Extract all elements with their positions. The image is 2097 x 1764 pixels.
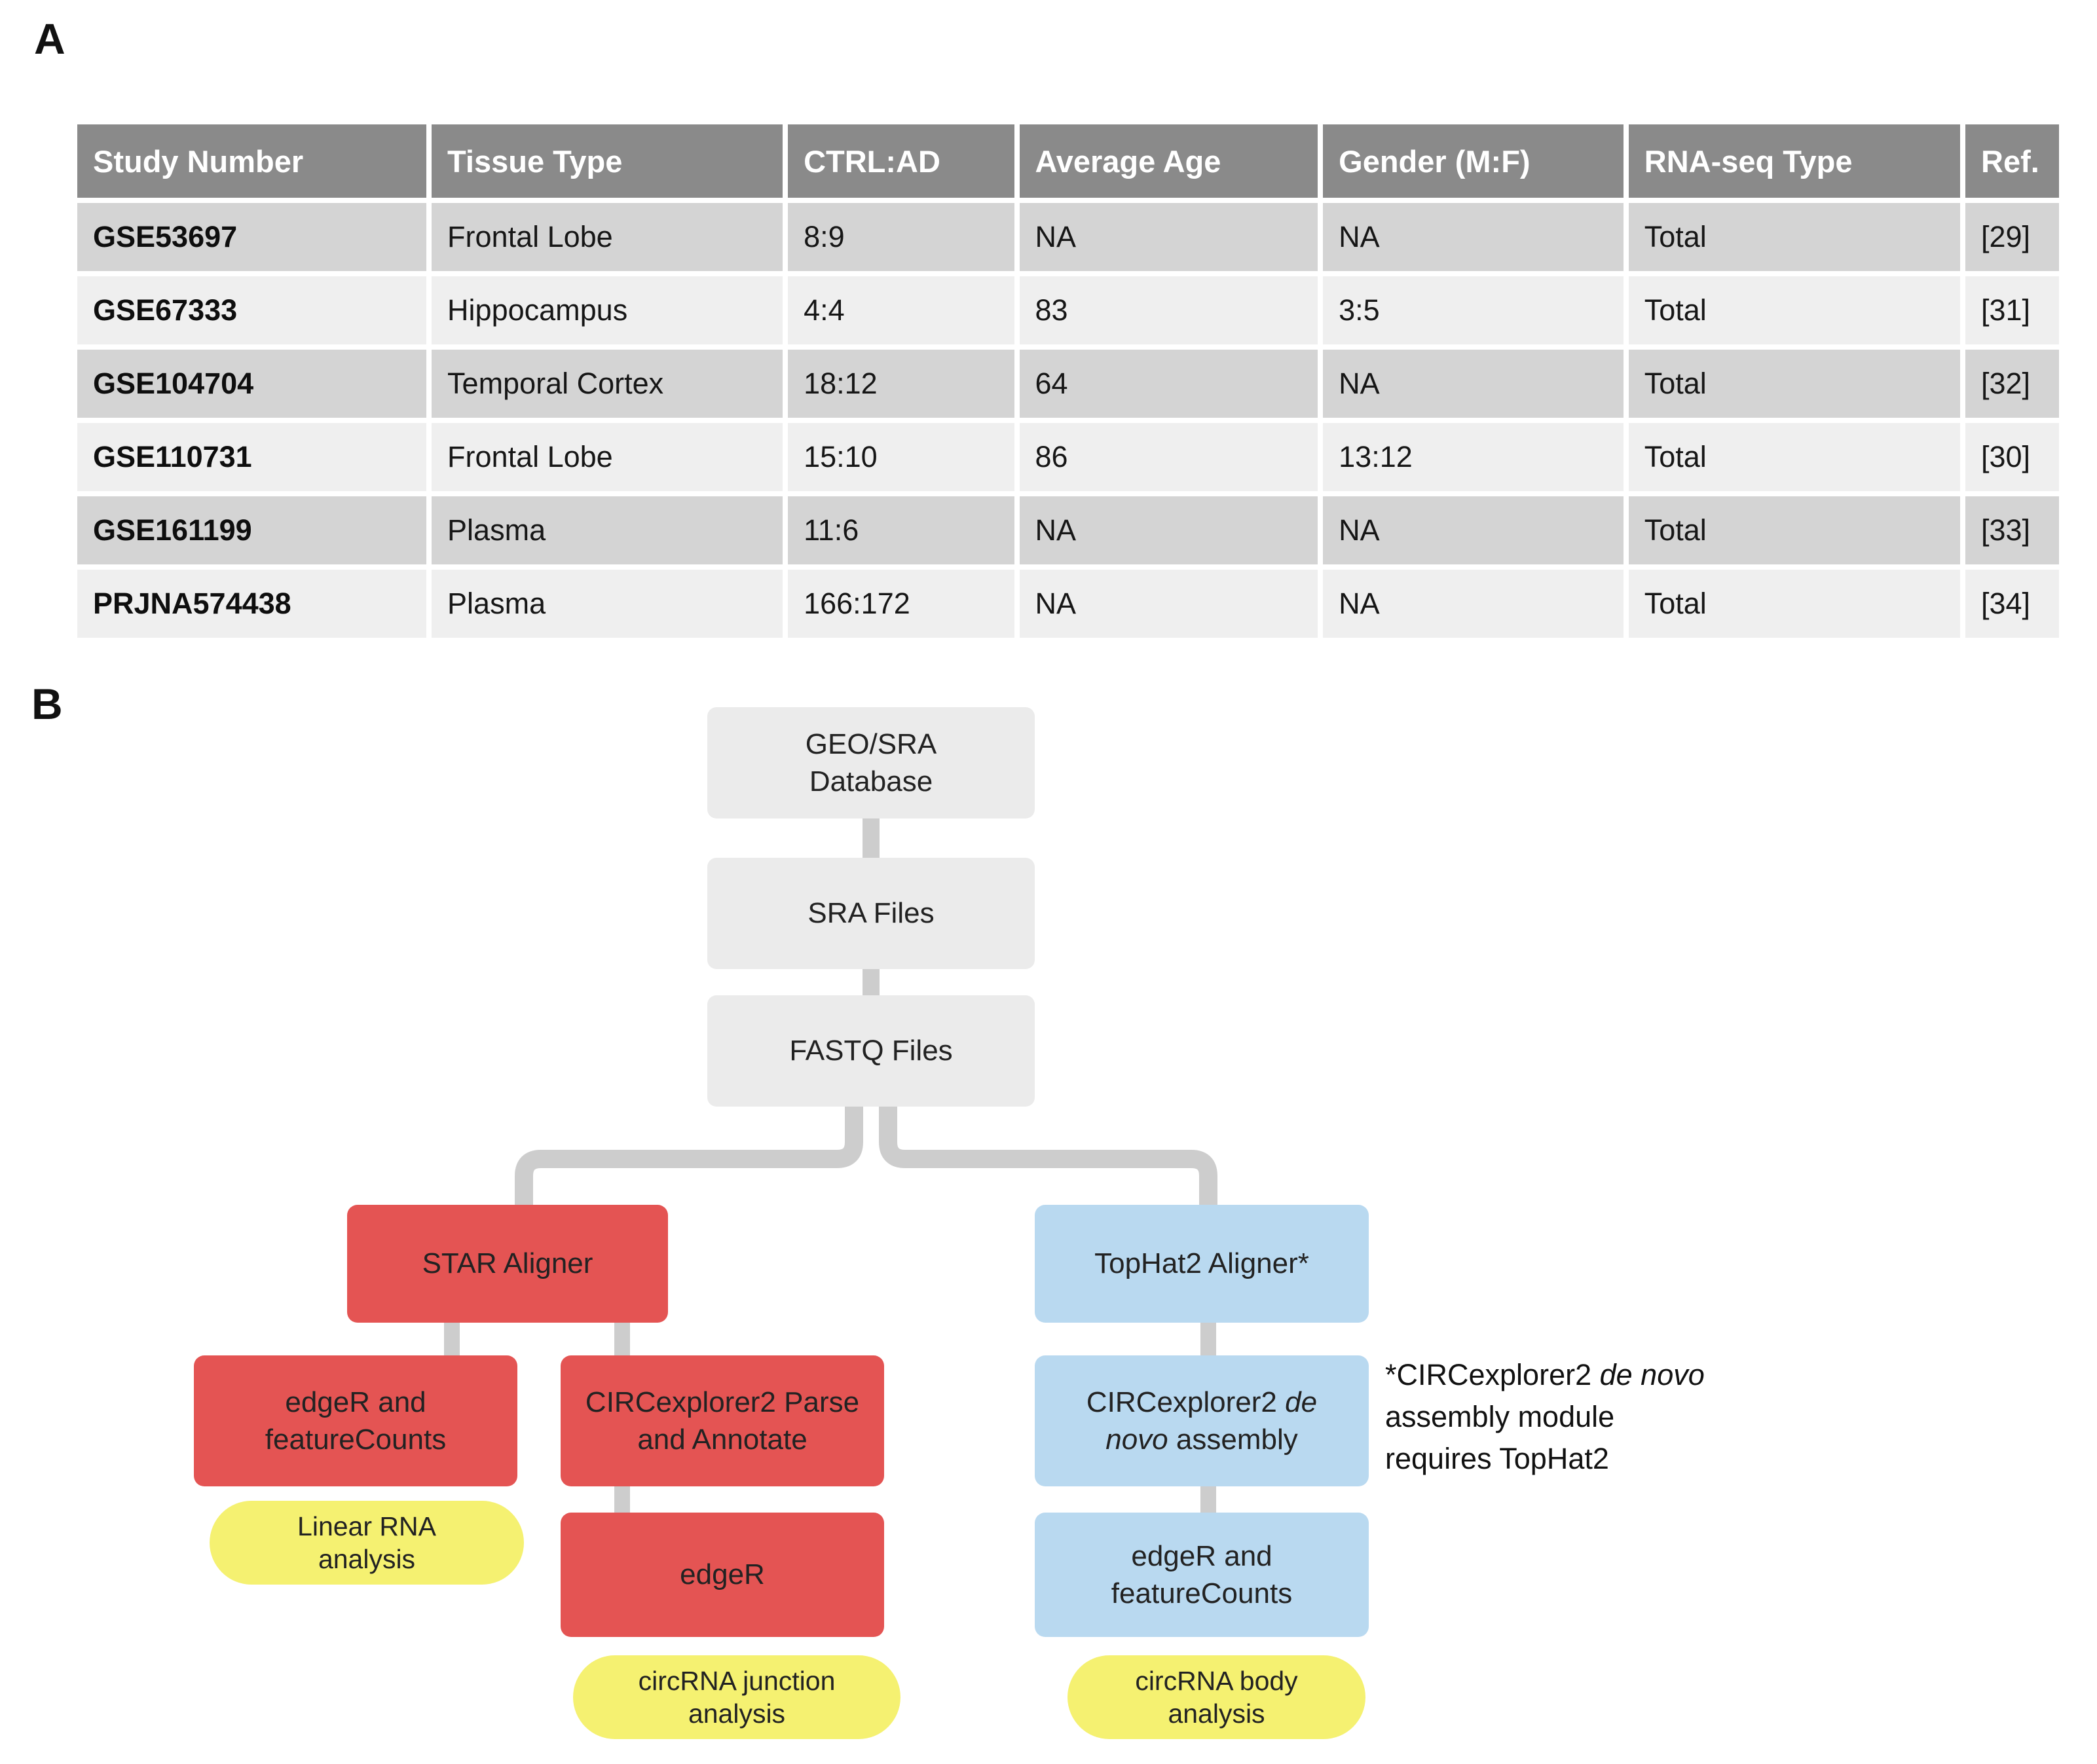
table-cell: Total (1628, 276, 1960, 344)
table-cell: 166:172 (788, 570, 1014, 638)
table-cell: NA (1323, 203, 1624, 271)
panel-a-label: A (34, 14, 65, 63)
connector-fastq-to-tophat2 (879, 1105, 1217, 1207)
study-number-cell: PRJNA574438 (77, 570, 427, 638)
table-cell: Hippocampus (432, 276, 783, 344)
table-cell: NA (1323, 570, 1624, 638)
table-cell: NA (1323, 350, 1624, 418)
table-cell: Total (1628, 203, 1960, 271)
study-number-cell: GSE67333 (77, 276, 427, 344)
table-cell: NA (1323, 496, 1624, 564)
table-cell: 13:12 (1323, 423, 1624, 491)
node-star-aligner: STAR Aligner (347, 1205, 668, 1323)
study-number-cell: GSE110731 (77, 423, 427, 491)
connector-fastq-to-star (515, 1105, 863, 1207)
table-cell: [33] (1965, 496, 2059, 564)
table-cell: 15:10 (788, 423, 1014, 491)
column-header: RNA-seq Type (1628, 124, 1960, 198)
table-cell: 4:4 (788, 276, 1014, 344)
study-number-cell: GSE104704 (77, 350, 427, 418)
table-cell: 64 (1019, 350, 1318, 418)
table-cell: Total (1628, 423, 1960, 491)
table-cell: [34] (1965, 570, 2059, 638)
panel-b-label: B (31, 680, 63, 728)
table-cell: Frontal Lobe (432, 423, 783, 491)
table-cell: 83 (1019, 276, 1318, 344)
table-cell: Total (1628, 496, 1960, 564)
column-header: Study Number (77, 124, 427, 198)
table-cell: Frontal Lobe (432, 203, 783, 271)
node-edger: edgeR (561, 1513, 884, 1637)
table-cell: NA (1019, 496, 1318, 564)
study-number-cell: GSE161199 (77, 496, 427, 564)
node-tophat2-aligner: TopHat2 Aligner* (1035, 1205, 1369, 1323)
table-cell: NA (1019, 570, 1318, 638)
node-sra-files: SRA Files (707, 858, 1035, 969)
column-header: CTRL:AD (788, 124, 1014, 198)
column-header: Ref. (1965, 124, 2059, 198)
table-cell: [29] (1965, 203, 2059, 271)
table-cell: 86 (1019, 423, 1318, 491)
table-cell: 18:12 (788, 350, 1014, 418)
column-header: Average Age (1019, 124, 1318, 198)
column-header: Gender (M:F) (1323, 124, 1624, 198)
table-cell: Temporal Cortex (432, 350, 783, 418)
table-cell: Total (1628, 570, 1960, 638)
table-cell: Plasma (432, 496, 783, 564)
column-header: Tissue Type (432, 124, 783, 198)
table-cell: 8:9 (788, 203, 1014, 271)
table-cell: Total (1628, 350, 1960, 418)
table-cell: [32] (1965, 350, 2059, 418)
table-cell: 3:5 (1323, 276, 1624, 344)
table-cell: Plasma (432, 570, 783, 638)
node-fastq-files: FASTQ Files (707, 995, 1035, 1107)
table-cell: [31] (1965, 276, 2059, 344)
table-cell: [30] (1965, 423, 2059, 491)
study-number-cell: GSE53697 (77, 203, 427, 271)
table-cell: 11:6 (788, 496, 1014, 564)
table-cell: NA (1019, 203, 1318, 271)
